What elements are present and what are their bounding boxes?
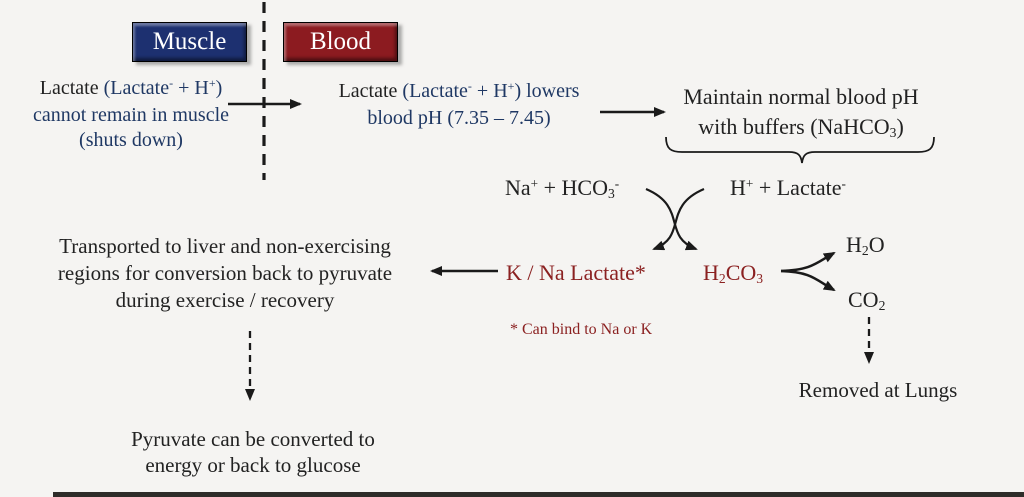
blood-box: Blood [283, 22, 398, 62]
lactate-muscle-line1: Lactate (Lactate- + H+) [39, 76, 223, 99]
buffer-line2: with buffers (NaHCO3) [698, 114, 904, 141]
lactate-blood-line1: Lactate (Lactate- + H+) lowers [338, 79, 580, 102]
sodium-bicarbonate-formula: Na+ + HCO3- [505, 175, 620, 202]
arrow-hco3-to-h2co3 [645, 187, 698, 251]
pyruvate-text: Pyruvate can be converted to energy or b… [113, 426, 393, 478]
transport-line2: regions for conversion back to pyruvate [57, 261, 393, 285]
carbonic-acid-formula: H2CO3 [703, 260, 764, 287]
arrow-lactate-to-nalactate [652, 187, 705, 251]
lactate-blood-text: Lactate (Lactate- + H+) lowers blood pH … [318, 79, 600, 131]
k-na-lactate-label: K / Na Lactate* [506, 260, 646, 285]
blood-box-label: Blood [309, 28, 372, 55]
transport-line1: Transported to liver and non-exercising [59, 234, 391, 258]
muscle-box: Muscle [132, 22, 247, 62]
bottom-edge-bar [53, 492, 1024, 497]
pyruvate-line2: energy or back to glucose [145, 453, 361, 477]
arrow-h2co3-to-co2 [780, 269, 836, 292]
buffer-text: Maintain normal blood pH with buffers (N… [662, 82, 940, 145]
arrow-h2co3-to-h2o [780, 251, 836, 273]
lactate-muscle-line3: (shuts down) [79, 129, 183, 151]
removed-at-lungs-label: Removed at Lungs [798, 378, 958, 402]
transport-text: Transported to liver and non-exercising … [38, 233, 412, 314]
transport-line3: during exercise / recovery [115, 288, 335, 312]
lactate-blood-line2: blood pH (7.35 – 7.45) [367, 107, 551, 129]
muscle-box-label: Muscle [152, 28, 227, 55]
binding-footnote: * Can bind to Na or K [510, 321, 653, 338]
lactate-muscle-text: Lactate (Lactate- + H+) cannot remain in… [0, 76, 262, 153]
pyruvate-line1: Pyruvate can be converted to [131, 427, 375, 451]
hydrogen-lactate-formula: H+ + Lactate- [730, 175, 846, 200]
buffer-line1: Maintain normal blood pH [683, 84, 919, 109]
water-formula: H2O [846, 232, 885, 259]
carbon-dioxide-formula: CO2 [848, 287, 886, 314]
lactate-muscle-line2: cannot remain in muscle [32, 104, 230, 126]
